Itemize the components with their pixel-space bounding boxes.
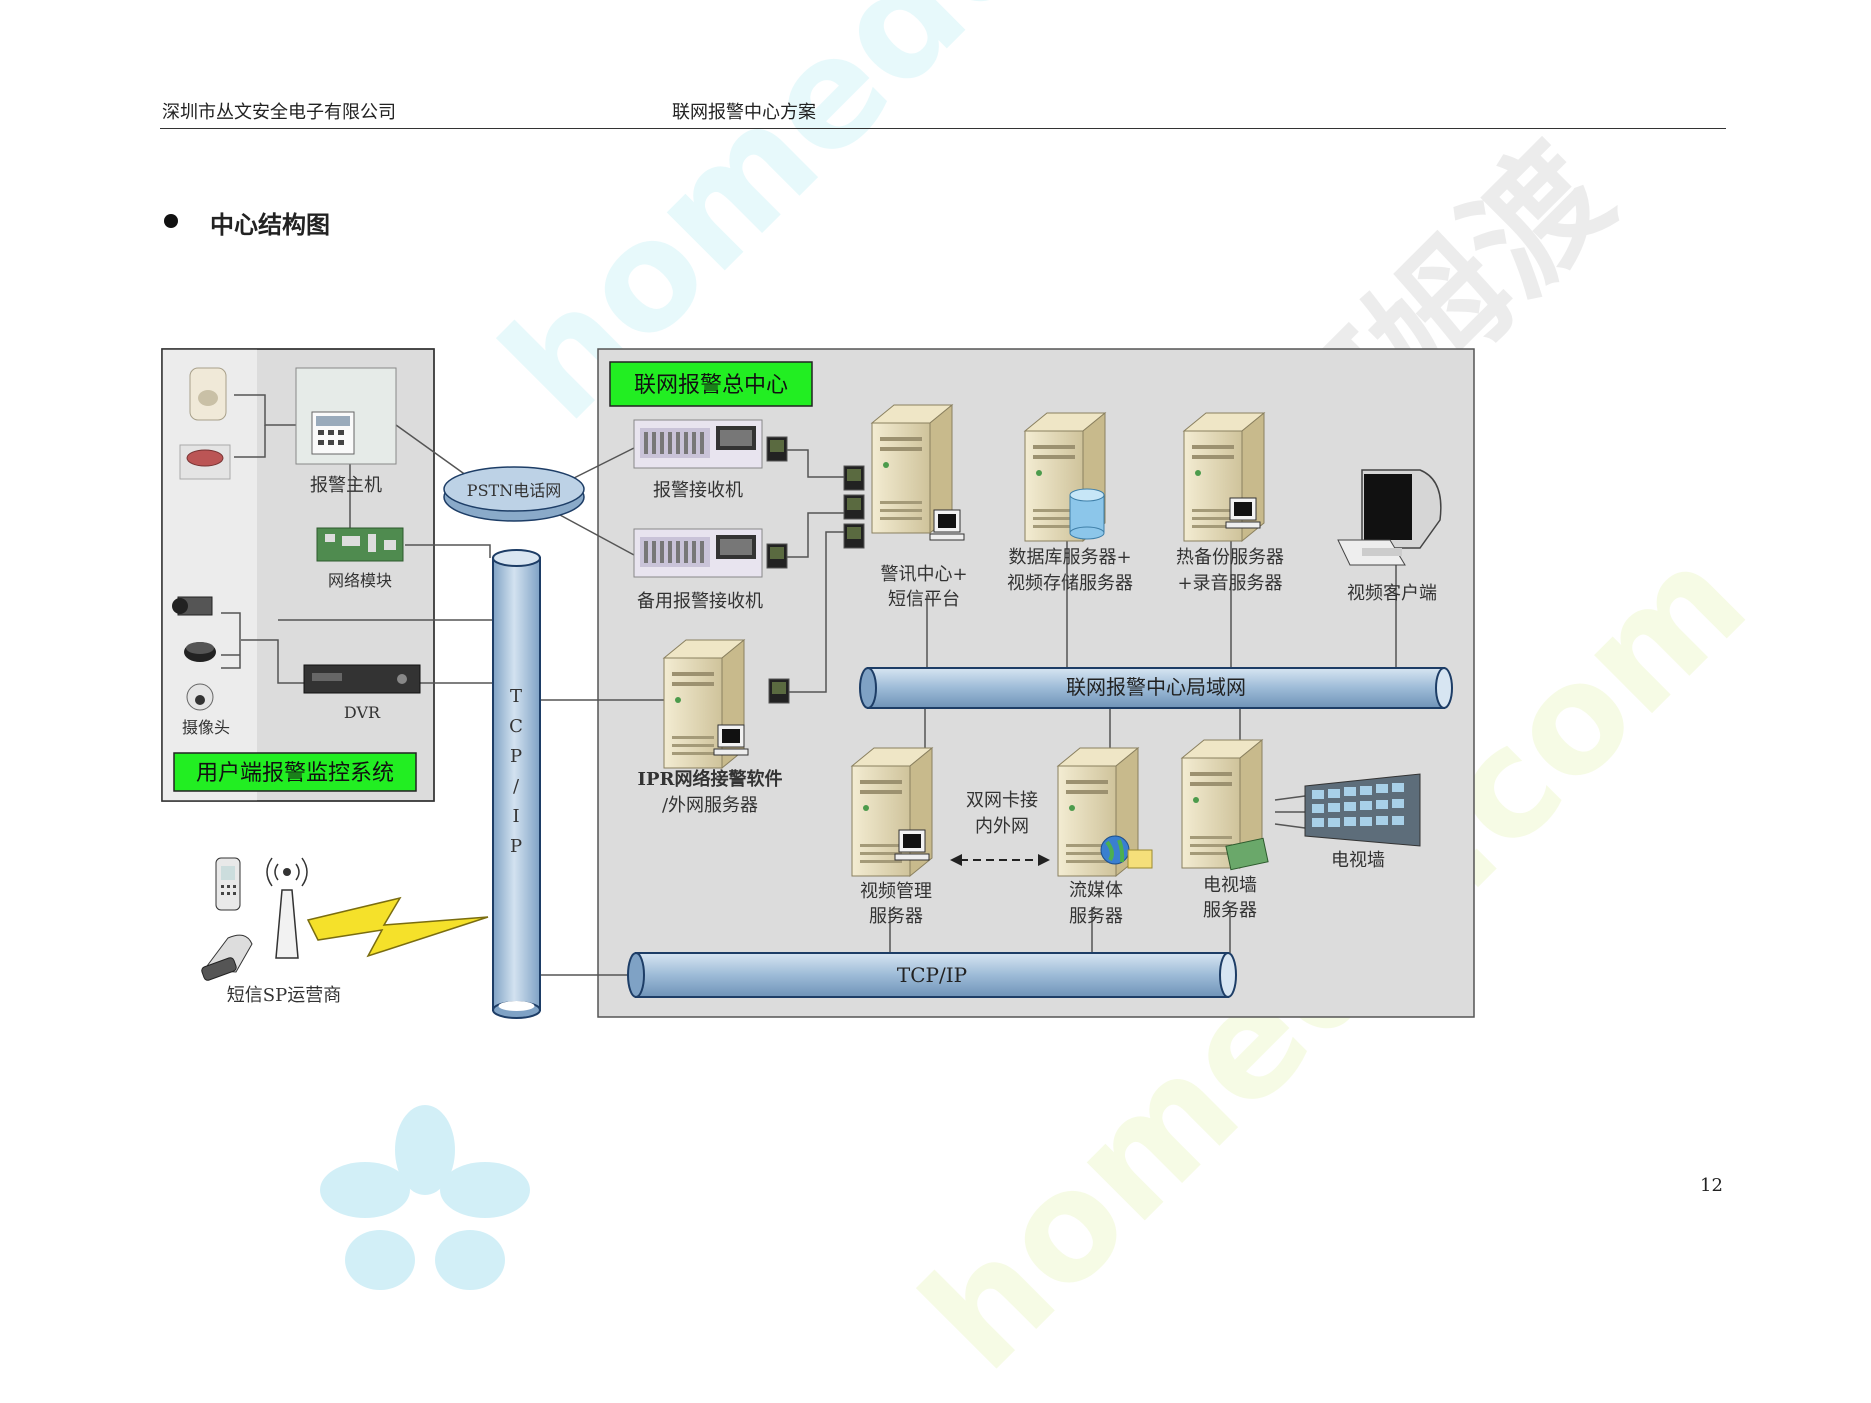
smoke-detector-icon (179, 444, 231, 480)
header-doc-title: 联网报警中心方案 (672, 102, 816, 123)
alarm-host-icon (295, 367, 397, 465)
video-mgmt-pc-icon (894, 829, 930, 861)
dual-nic-arrow-icon (950, 854, 1050, 866)
relay-pc-icon-1 (766, 436, 788, 462)
tvwall-label: 电视墙 (1331, 850, 1385, 871)
streaming-label-2: 服务器 (1069, 906, 1123, 927)
ipr-server-label-2: /外网服务器 (662, 795, 758, 816)
user-system-title-text: 用户端报警监控系统 (196, 761, 394, 786)
dvr-icon (303, 664, 421, 694)
pir-sensor-icon (189, 367, 227, 421)
lan-pipe: 联网报警中心局域网 (859, 667, 1453, 709)
tcpip-vertical-pipe: T C P / I P (492, 549, 541, 1019)
antenna-tower-icon (266, 857, 308, 959)
header-company: 深圳市丛文安全电子有限公司 (162, 102, 396, 123)
user-system-title: 用户端报警监控系统 (173, 752, 417, 792)
mobile-phone-icon (215, 857, 241, 911)
bullet-icon (164, 214, 178, 228)
header-rule (160, 128, 1726, 129)
tcpip-v-char-2: C (509, 716, 523, 737)
dvr-label: DVR (344, 703, 381, 722)
lightning-icon (306, 896, 489, 958)
tvwall-card-icon (1225, 837, 1269, 871)
tvwall-icon (1304, 773, 1421, 847)
pstn-label: PSTN电话网 (467, 481, 561, 500)
tcpip-v-char-5: I (512, 806, 519, 827)
video-client-label: 视频客户端 (1347, 583, 1437, 604)
video-mgmt-label-1: 视频管理 (860, 881, 932, 902)
tcpip-v-char-4: / (513, 776, 520, 797)
dual-nic-label-2: 内外网 (975, 816, 1029, 837)
alarm-receiver-label: 报警接收机 (653, 480, 743, 501)
camera-label: 摄像头 (182, 718, 230, 737)
video-client-monitor-icon (1337, 469, 1442, 566)
ipr-pc-icon (713, 724, 749, 756)
hot-backup-label-2: +录音服务器 (1177, 573, 1282, 594)
globe-icon (1100, 835, 1153, 869)
alarm-receiver-icon (633, 419, 763, 469)
database-icon (1069, 488, 1105, 540)
tcpip-v-char-1: T (510, 686, 522, 707)
page-number: 12 (1700, 1175, 1723, 1196)
network-module-icon (316, 527, 404, 562)
center-title-text: 联网报警总中心 (634, 373, 788, 398)
architecture-diagram: 用户端报警监控系统 联网报警总中心 (161, 348, 1475, 1019)
ptz-camera-icon (186, 683, 214, 711)
tcpip-horizontal-label: TCP/IP (897, 963, 967, 987)
hot-backup-pc-icon (1225, 497, 1261, 529)
police-center-pc-icon (929, 509, 965, 541)
ipr-server-label-1: IPR网络接警软件 (638, 768, 783, 790)
relay-pc-icon-2 (766, 543, 788, 569)
tvwall-server-label-1: 电视墙 (1203, 875, 1257, 896)
dome-camera-icon (184, 642, 216, 662)
video-mgmt-label-2: 服务器 (869, 906, 923, 927)
backup-receiver-icon (633, 528, 763, 578)
backup-receiver-label: 备用报警接收机 (637, 591, 763, 612)
flip-phone-icon (201, 934, 253, 981)
relay-pc-icon-6 (768, 678, 790, 704)
dual-nic-label-1: 双网卡接 (966, 790, 1038, 811)
pstn-network: PSTN电话网 (443, 466, 585, 522)
center-title: 联网报警总中心 (609, 361, 813, 407)
tcpip-horizontal-pipe: TCP/IP (627, 952, 1237, 998)
tcpip-v-char-6: P (510, 836, 522, 857)
police-center-label-1: 警讯中心+ (880, 564, 967, 585)
relay-pc-icon-3 (843, 465, 865, 491)
police-center-label-2: 短信平台 (888, 589, 960, 610)
db-server-label-2: 视频存储服务器 (1007, 573, 1133, 594)
db-server-label-1: 数据库服务器+ (1008, 547, 1131, 568)
relay-pc-icon-4 (843, 494, 865, 520)
tvwall-server-label-2: 服务器 (1203, 900, 1257, 921)
tcpip-v-char-3: P (510, 746, 522, 767)
section-title: 中心结构图 (210, 211, 330, 239)
lan-label: 联网报警中心局域网 (1066, 675, 1246, 699)
box-camera-icon (172, 596, 213, 616)
sms-sp-label: 短信SP运营商 (227, 985, 341, 1006)
relay-pc-icon-5 (843, 523, 865, 549)
streaming-label-1: 流媒体 (1069, 880, 1123, 901)
alarm-host-label: 报警主机 (310, 475, 382, 496)
network-module-label: 网络模块 (328, 571, 392, 590)
hot-backup-label-1: 热备份服务器 (1176, 547, 1284, 568)
connection-lines (221, 394, 1397, 976)
